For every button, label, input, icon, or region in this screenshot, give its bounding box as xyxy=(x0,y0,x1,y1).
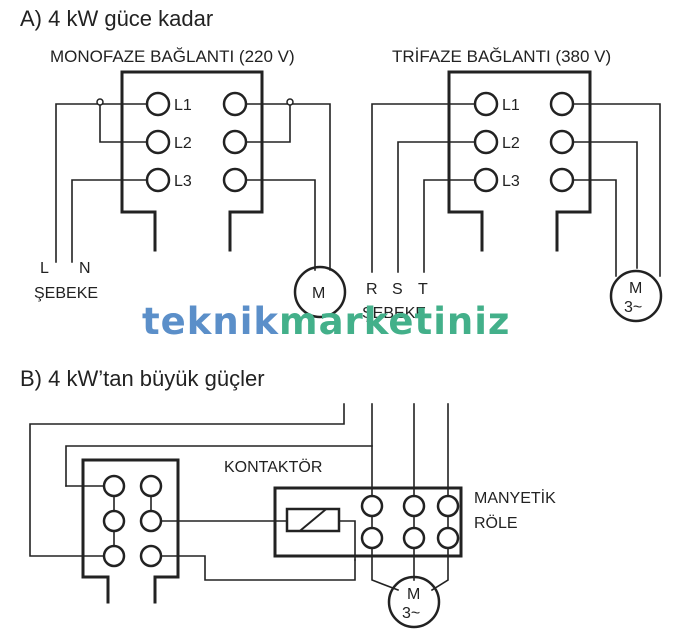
contactor-label: KONTAKTÖR xyxy=(224,458,322,476)
section-b-heading: B) 4 kW’tan büyük güçler xyxy=(20,366,265,391)
tri-supply-caption: ŞEBEKE xyxy=(362,305,426,322)
relay-label-line2: RÖLE xyxy=(474,514,518,532)
relay-terminals xyxy=(360,494,460,550)
tri-supply-label-r: R xyxy=(366,281,378,298)
mono-motor xyxy=(293,265,347,319)
contactor-box xyxy=(273,486,463,558)
tri-wires xyxy=(371,103,661,277)
relay-label-line1: MANYETİK xyxy=(474,488,556,507)
tri-terminals xyxy=(473,91,575,193)
tri-terminal-box xyxy=(447,70,592,252)
mono-motor-label: M xyxy=(312,285,325,302)
mono-supply-label-l: L xyxy=(40,260,49,277)
mono-terminal-box xyxy=(120,70,264,252)
mono-supply-caption: ŞEBEKE xyxy=(34,285,98,302)
mono-terminal-label: L3 xyxy=(174,173,192,190)
watermark: teknikmarketiniz xyxy=(142,300,510,343)
tri-supply-label-t: T xyxy=(418,281,428,298)
section-a-heading: A) 4 kW güce kadar xyxy=(20,6,213,31)
tri-title: TRİFAZE BAĞLANTI (380 V) xyxy=(392,47,611,66)
b-motor-label: M xyxy=(407,586,420,603)
tri-terminal-label: L1 xyxy=(502,97,520,114)
mono-terminals xyxy=(145,91,248,193)
tri-terminal-label: L3 xyxy=(502,173,520,190)
mono-supply-label-n: N xyxy=(79,260,91,277)
tri-motor xyxy=(609,269,663,323)
b-terminals xyxy=(102,474,163,568)
mono-terminal-label: L1 xyxy=(174,97,192,114)
tri-supply-label-s: S xyxy=(392,281,403,298)
b-wires xyxy=(29,403,449,592)
watermark-part2: marketiniz xyxy=(279,300,510,343)
tri-motor-label: M xyxy=(629,280,642,297)
mono-junction-dots xyxy=(96,98,294,106)
tri-terminal-label: L2 xyxy=(502,135,520,152)
b-motor-sub: 3~ xyxy=(402,605,420,622)
mono-title: MONOFAZE BAĞLANTI (220 V) xyxy=(50,47,295,66)
tri-motor-sub: 3~ xyxy=(624,299,642,316)
mono-wires xyxy=(55,103,331,271)
watermark-part1: teknik xyxy=(142,300,279,343)
b-terminal-box xyxy=(81,458,180,604)
b-motor xyxy=(387,575,441,629)
mono-terminal-label: L2 xyxy=(174,135,192,152)
